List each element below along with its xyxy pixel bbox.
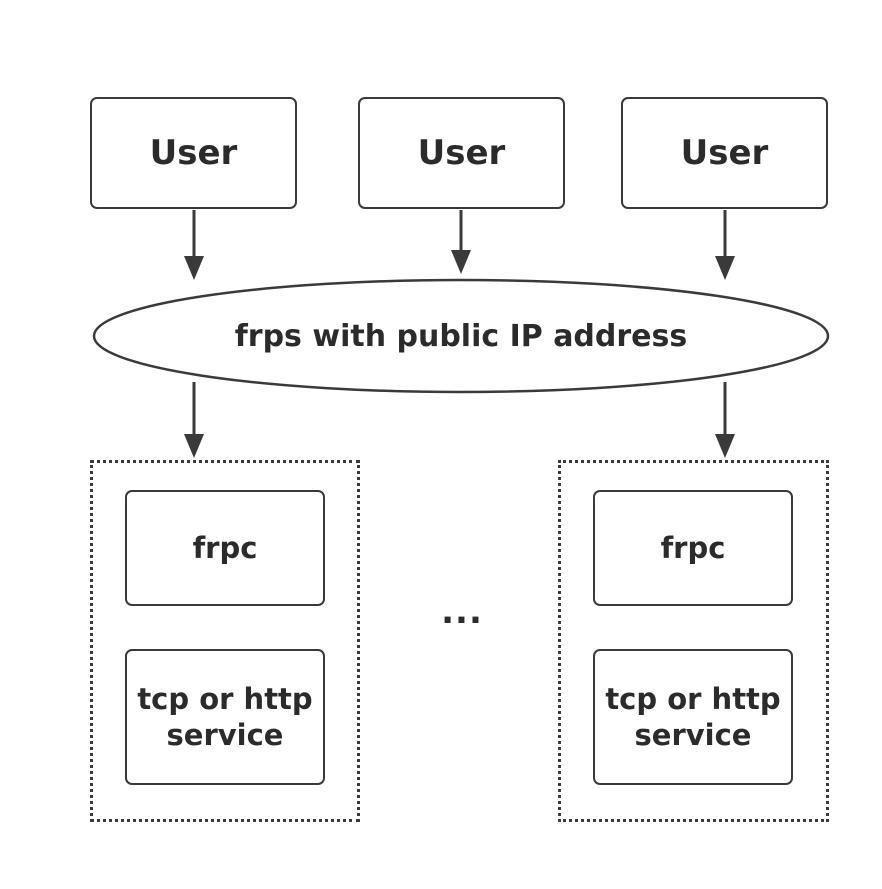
arrow-user-2-to-frps (451, 210, 471, 274)
user-label: User (417, 133, 506, 173)
arrow-user-3-to-frps (715, 210, 735, 280)
arrow-frps-to-client-1 (184, 382, 204, 458)
service-label-line-1: tcp or http (605, 681, 781, 716)
service-label-line-2: service (166, 718, 284, 752)
arrow-user-1-to-frps (184, 210, 204, 280)
user-box-1: User (90, 97, 297, 209)
frpc-box-2: frpc (593, 490, 793, 606)
service-box-2: tcp or http service (593, 649, 793, 785)
user-box-2: User (358, 97, 565, 209)
service-label-line-1: tcp or http (137, 681, 313, 716)
service-label-line-2: service (634, 718, 752, 752)
service-box-1: tcp or http service (125, 649, 325, 785)
frpc-label: frpc (660, 530, 726, 565)
arrow-frps-to-client-2 (715, 382, 735, 458)
client-group-1 (90, 460, 360, 822)
user-box-3: User (621, 97, 828, 209)
client-group-2 (558, 460, 829, 822)
user-label: User (149, 133, 238, 173)
frps-server-ellipse (92, 278, 830, 394)
frps-server-label: frps with public IP address (234, 318, 688, 354)
frpc-label: frpc (192, 530, 258, 565)
user-label: User (680, 133, 769, 173)
frpc-box-1: frpc (125, 490, 325, 606)
more-clients-ellipsis: ... (441, 592, 483, 632)
